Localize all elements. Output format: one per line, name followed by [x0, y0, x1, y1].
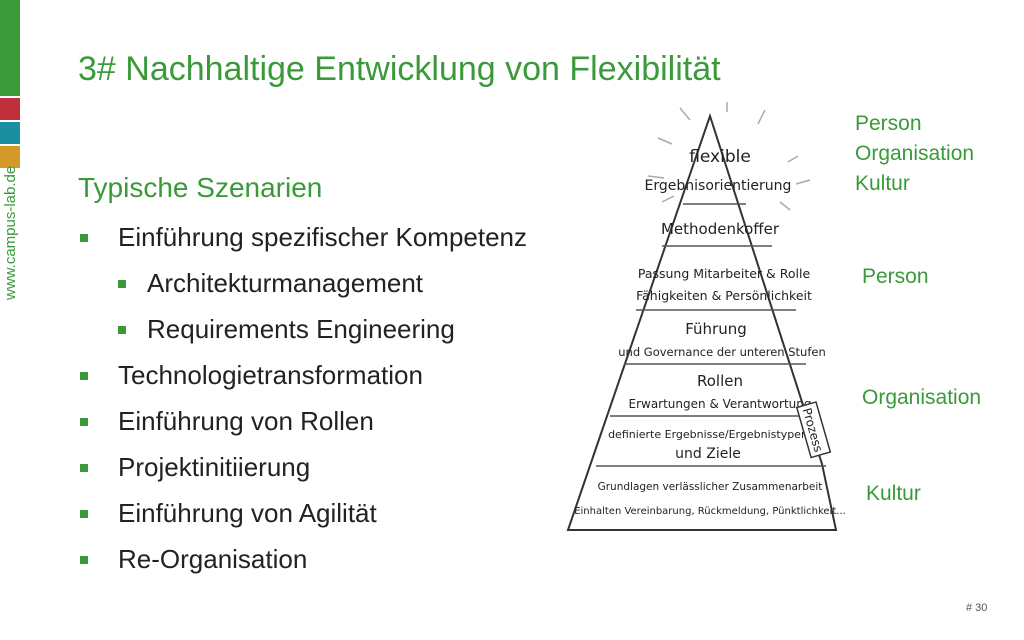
label-top-organisation: Organisation [855, 142, 975, 165]
level-6-line-2: und Ziele [675, 446, 741, 462]
label-person: Person [862, 265, 929, 288]
page-number: # 30 [966, 602, 988, 614]
label-top-kultur: Kultur [855, 172, 910, 195]
pyramid-diagram: flexible Ergebnisorientierung Methodenko… [566, 102, 846, 531]
bullet-text: Einführung von Rollen [118, 406, 374, 436]
bullet-text: Architekturmanagement [147, 268, 424, 298]
level-1-line-2: Ergebnisorientierung [645, 178, 792, 194]
site-url: www.campus-lab.de [2, 165, 19, 300]
sidebar-bar-green [0, 0, 20, 96]
bullet-item: Projektinitiierung [78, 448, 527, 494]
level-2-line-1: Methodenkoffer [661, 220, 780, 238]
level-3-line-1: Passung Mitarbeiter & Rolle [638, 266, 811, 281]
ray [757, 109, 766, 125]
bullet-item: Technologietransformation [78, 356, 527, 402]
level-7-line-1: Grundlagen verlässlicher Zusammenarbeit [598, 481, 823, 493]
bullet-list: Einführung spezifischer Kompetenz Archit… [78, 218, 527, 586]
bullet-text: Re-Organisation [118, 544, 308, 574]
ray [647, 175, 665, 179]
level-1-line-1: flexible [689, 147, 751, 167]
level-5-line-2: Erwartungen & Verantwortung [628, 397, 811, 411]
level-7-line-2: Einhalten Vereinbarung, Rückmeldung, Pün… [574, 506, 846, 517]
highlight-rays [647, 102, 811, 211]
ray [679, 107, 691, 121]
bullet-square-icon [118, 326, 126, 334]
bullet-square-icon [80, 510, 88, 518]
bullet-item: Requirements Engineering [78, 310, 527, 356]
label-top-person: Person [855, 112, 922, 135]
level-dividers [596, 203, 826, 467]
sidebar-bar-red [0, 98, 20, 120]
bullet-item: Einführung von Agilität [78, 494, 527, 540]
bullet-square-icon [118, 280, 126, 288]
bullet-square-icon [80, 372, 88, 380]
bullet-text: Requirements Engineering [147, 314, 455, 344]
bullet-square-icon [80, 556, 88, 564]
ray [787, 155, 799, 163]
level-5-line-1: Rollen [697, 372, 743, 390]
ray [779, 201, 791, 211]
label-organisation: Organisation [862, 386, 982, 409]
level-3-line-2: Fähigkeiten & Persönlichkeit [636, 288, 812, 303]
slide-title: 3# Nachhaltige Entwicklung von Flexibili… [78, 50, 721, 88]
label-kultur: Kultur [866, 482, 921, 505]
level-6-line-1: definierte Ergebnisse/Ergebnistypen [608, 428, 808, 441]
ray [661, 195, 675, 203]
sidebar-bar-orange [0, 146, 20, 168]
bullet-item: Re-Organisation [78, 540, 527, 586]
bullet-item: Einführung von Rollen [78, 402, 527, 448]
bullet-square-icon [80, 464, 88, 472]
bullet-text: Technologietransformation [118, 360, 423, 390]
bullet-item: Architekturmanagement [78, 264, 527, 310]
bullet-square-icon [80, 234, 88, 242]
slide-subtitle: Typische Szenarien [78, 172, 323, 203]
process-tag-box [795, 401, 832, 459]
sidebar [0, 0, 20, 640]
bullet-text: Einführung von Agilität [118, 498, 377, 528]
level-4-line-2: und Governance der unteren Stufen [618, 345, 826, 359]
bullet-text: Einführung spezifischer Kompetenz [118, 222, 528, 252]
level-4-line-1: Führung [685, 320, 747, 338]
ray [795, 179, 811, 185]
pyramid-labels: flexible Ergebnisorientierung Methodenko… [574, 147, 846, 517]
bullet-item: Einführung spezifischer Kompetenz [78, 218, 527, 264]
bullet-square-icon [80, 418, 88, 426]
sidebar-bar-teal [0, 122, 20, 144]
bullet-text: Projektinitiierung [118, 452, 311, 482]
ray [657, 137, 673, 145]
